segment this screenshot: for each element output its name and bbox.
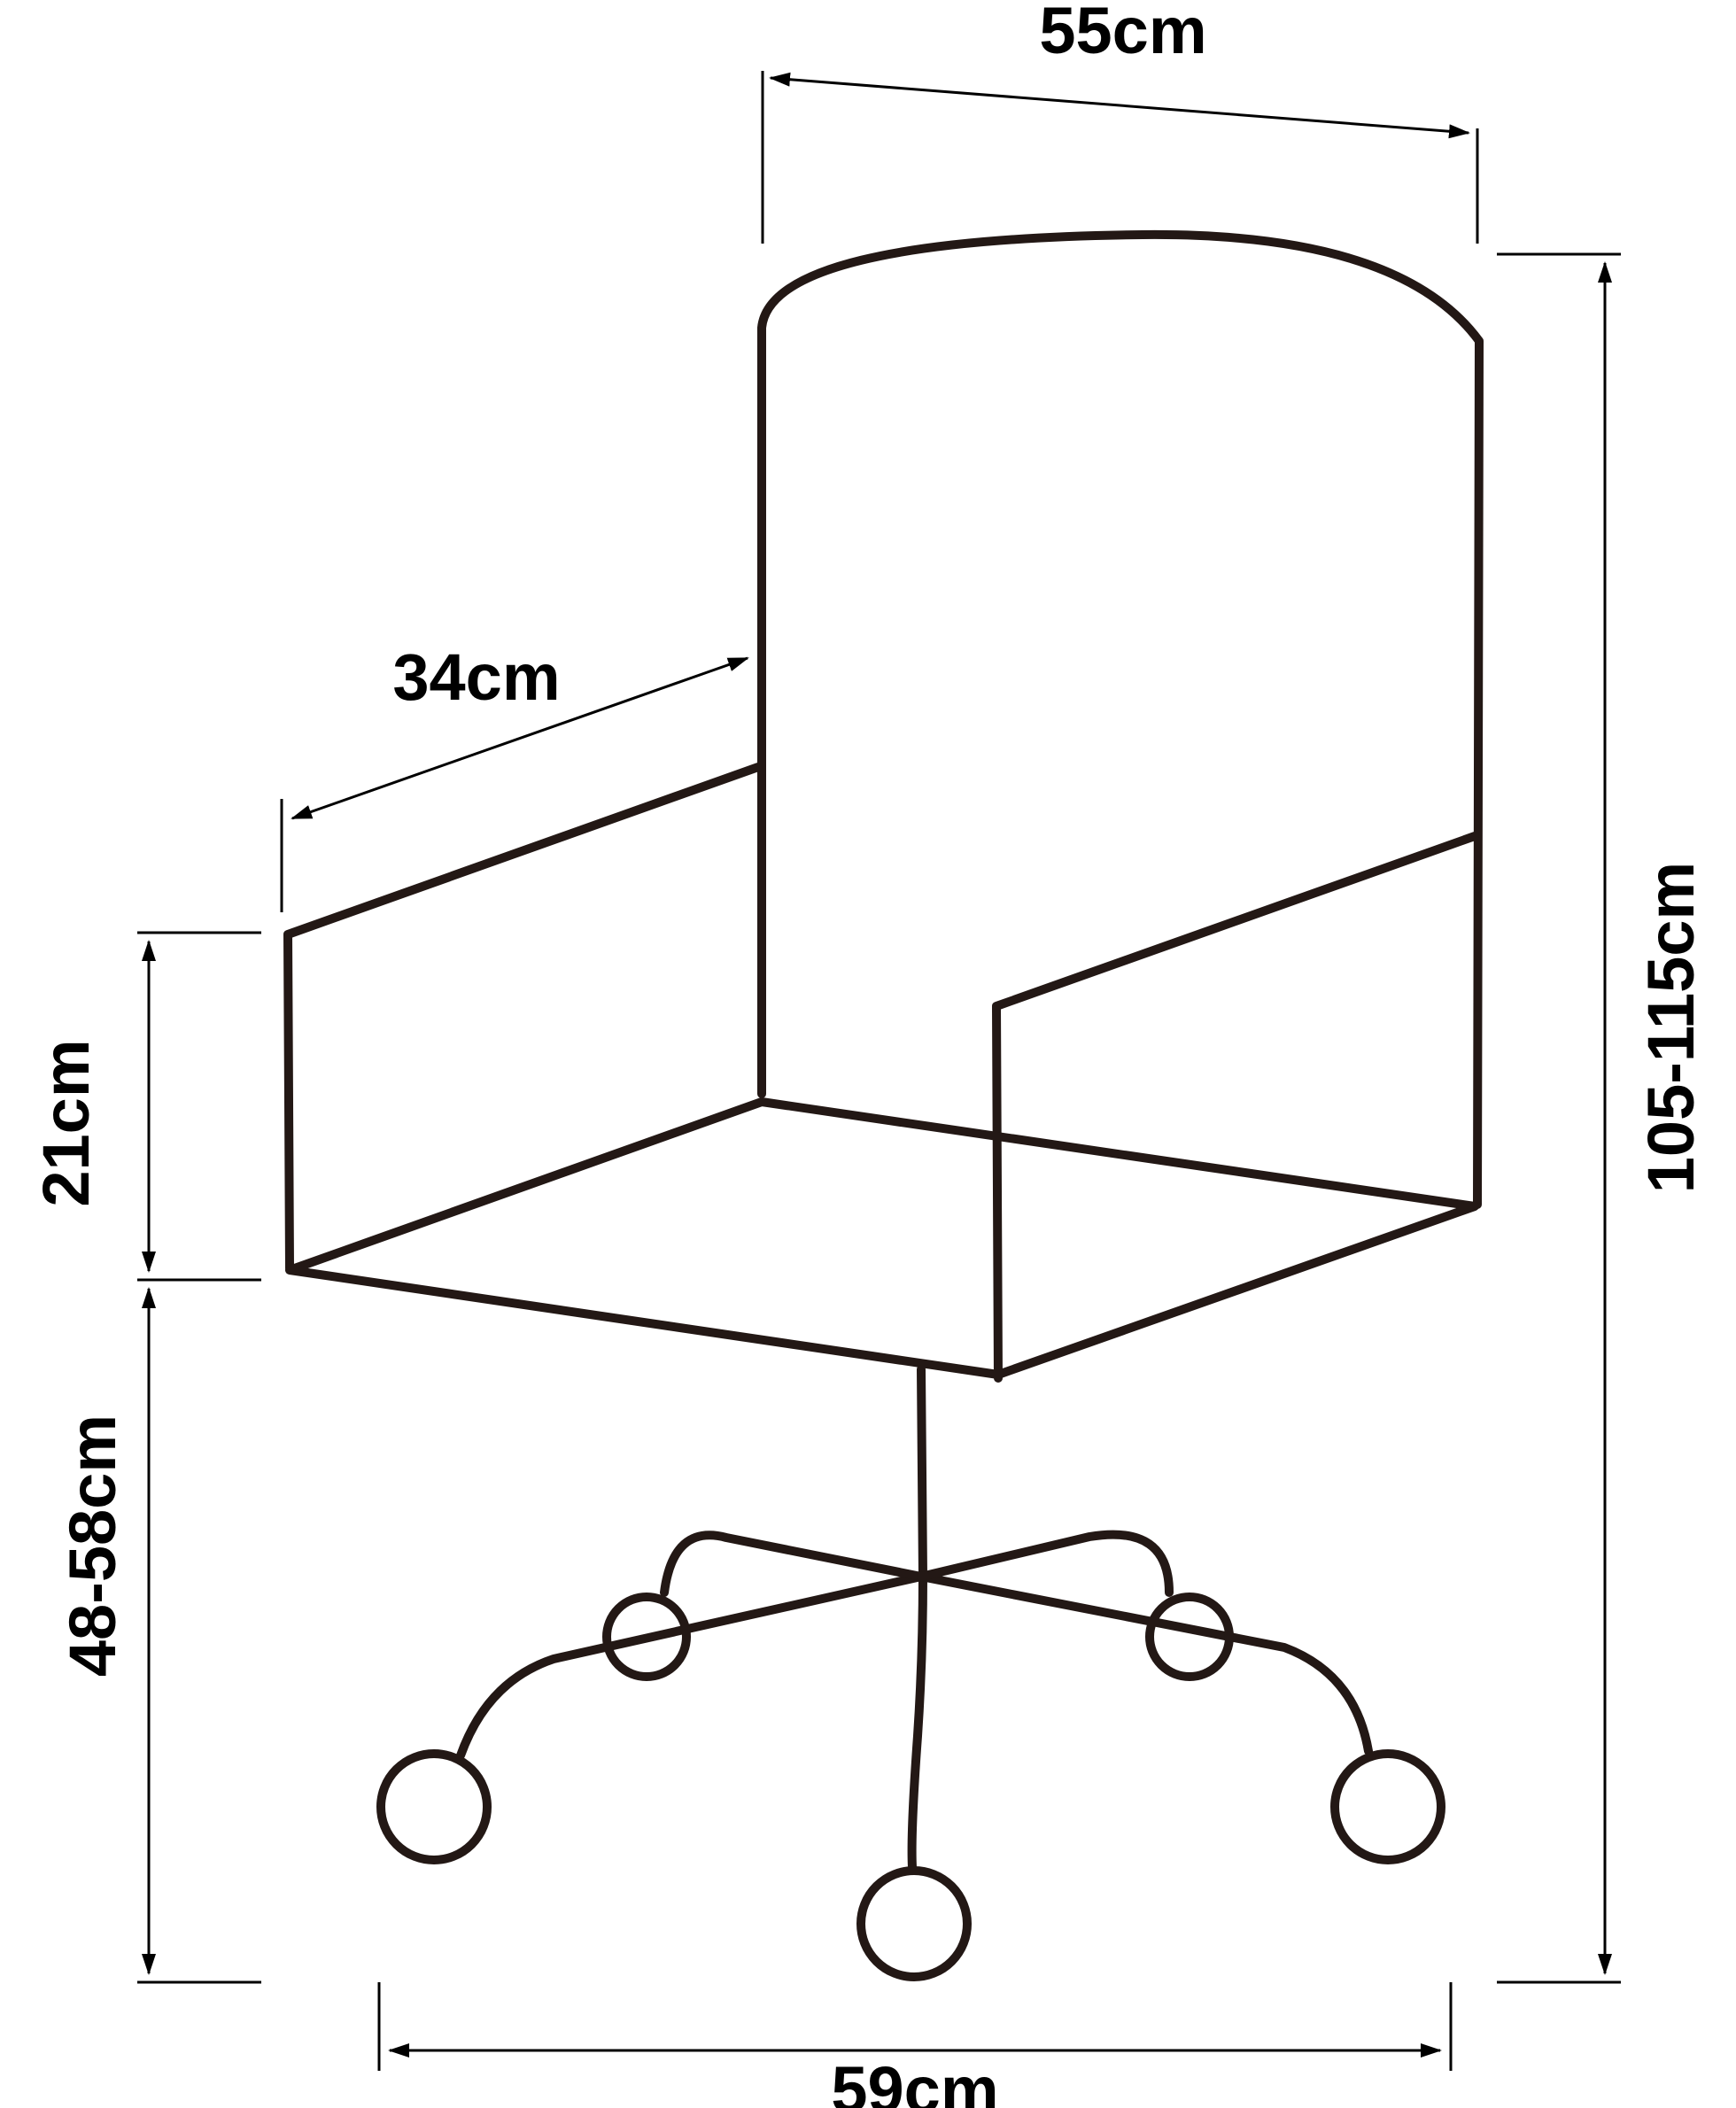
caster-front-right [1330,1749,1445,1864]
total-height-label: 105-115cm [1634,862,1708,1193]
chair-outline [283,229,1484,1981]
base-leg-front-left [456,1572,926,1760]
caster-back-left [602,1593,691,1681]
backrest [757,229,1484,1209]
caster-front-center [856,1866,972,1981]
dimension-lines [137,71,1621,2071]
base-width-label: 59cm [831,2053,998,2108]
base-leg-back-left [660,1531,926,1597]
top-width-label: 55cm [1039,0,1206,67]
caster-back-right [1145,1593,1234,1681]
caster-front-left [376,1749,492,1864]
arm-depth-label: 34cm [392,640,560,714]
base-leg-front-right [917,1572,1373,1755]
left-armrest [283,763,763,1273]
seat-height-label: 48-58cm [56,1414,129,1677]
seat [285,1097,1479,1379]
arm-height-label: 21cm [29,1039,103,1206]
top-width-arrow [769,72,1470,139]
base-leg-back-right [917,1530,1174,1597]
gas-lift-post [907,1365,927,1872]
right-armrest [992,832,1479,1383]
arm-depth-arrow [291,656,749,820]
